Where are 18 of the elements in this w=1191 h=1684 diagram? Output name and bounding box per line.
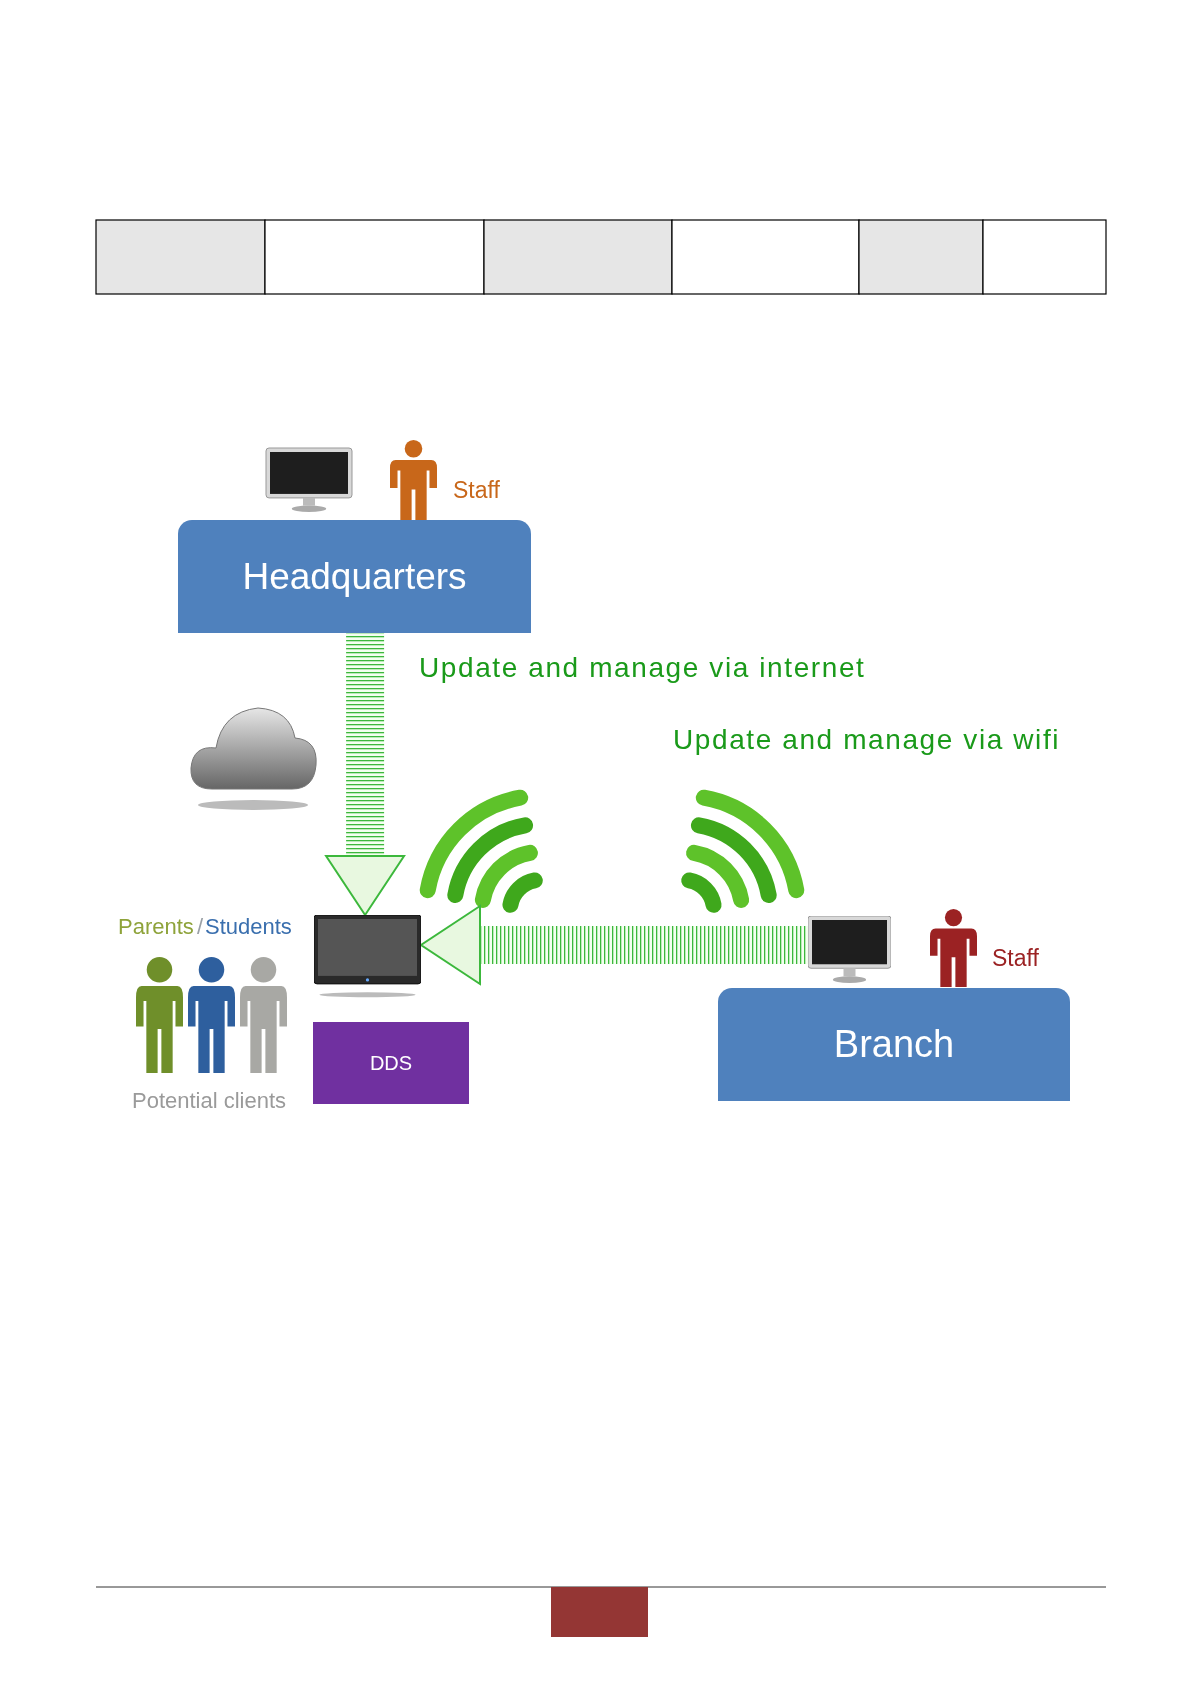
tv-screen-icon xyxy=(314,915,421,999)
location-box xyxy=(178,520,531,633)
wifi-label: Update and manage via wifi xyxy=(673,724,1061,756)
block-arrow xyxy=(325,633,406,916)
box-title: Headquarters xyxy=(242,555,467,598)
group-label: Students xyxy=(205,914,292,940)
monitor-icon xyxy=(808,916,891,983)
location-box xyxy=(718,988,1070,1101)
separator-slash: / xyxy=(197,914,204,940)
dds-box xyxy=(313,1022,469,1104)
group-label: Parents xyxy=(118,914,194,940)
staff-label: Staff xyxy=(453,477,500,504)
edge-label: Update and manage via internet xyxy=(419,652,866,684)
group-label: Potential clients xyxy=(132,1088,287,1114)
box-title: Branch xyxy=(833,1023,955,1066)
block-arrow xyxy=(420,905,808,985)
staff-label: Staff xyxy=(992,945,1039,972)
box-title: DDS xyxy=(369,1051,413,1075)
